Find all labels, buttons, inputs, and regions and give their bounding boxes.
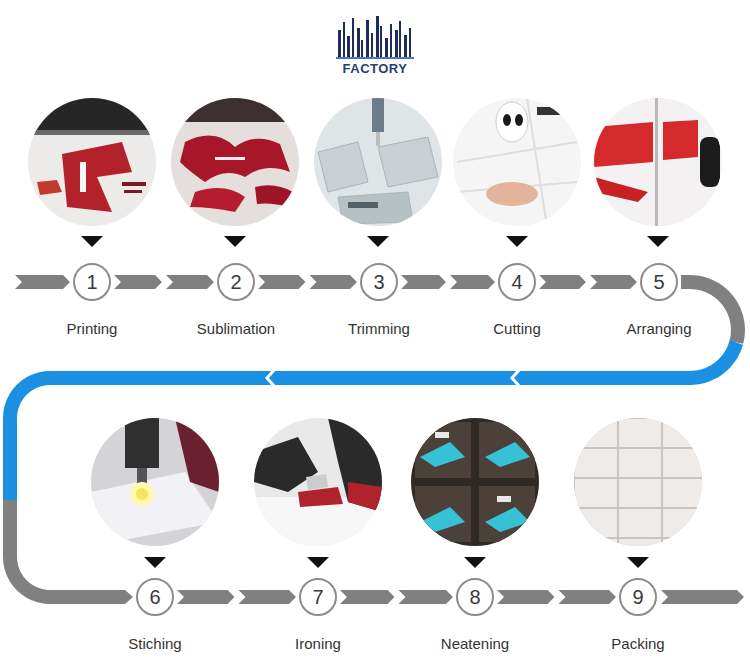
- step-label: Trimming: [348, 320, 410, 337]
- band-chevron: [239, 590, 297, 604]
- step-circle: 1Printing: [73, 263, 111, 301]
- step-number: 7: [312, 587, 323, 607]
- logo-barcode: [336, 16, 414, 59]
- step-number: 9: [632, 587, 643, 607]
- band-curve: [10, 500, 125, 597]
- printing-photo: [28, 98, 156, 226]
- logo-text: FACTORY: [343, 62, 408, 75]
- step-label: Sublimation: [197, 320, 275, 337]
- step-label: Printing: [67, 320, 118, 337]
- flow-arrow: [177, 590, 296, 604]
- ironing-photo: [254, 418, 382, 546]
- flow-arrow: [340, 590, 453, 604]
- cutting-photo: [453, 98, 581, 226]
- step-number: 3: [373, 272, 384, 292]
- flow-arrow: [401, 275, 495, 289]
- step-circle: 6Stiching: [136, 578, 174, 616]
- arranging-photo: [594, 98, 722, 226]
- band-segment: [15, 275, 70, 289]
- step-label: Packing: [611, 635, 664, 652]
- flow-arrow: [114, 275, 214, 289]
- band-notch: [267, 369, 275, 387]
- band-chevron: [177, 590, 235, 604]
- sublimation-photo: [171, 98, 299, 226]
- step-label: Neatening: [441, 635, 509, 652]
- neatening-photo: [411, 418, 539, 546]
- band-chevron: [166, 275, 214, 289]
- band-chevron: [539, 275, 586, 289]
- step-number: 1: [86, 272, 97, 292]
- step-number: 2: [230, 272, 241, 292]
- band-chevron: [114, 275, 162, 289]
- step-circle: 4Cutting: [498, 263, 536, 301]
- step-circle: 2Sublimation: [217, 263, 255, 301]
- step-circle: 5Arranging: [640, 263, 678, 301]
- packing-photo: [574, 418, 706, 568]
- step-circle: 8Neatening: [456, 578, 494, 616]
- band-chevron: [559, 590, 617, 604]
- step-label: Arranging: [626, 320, 691, 337]
- stiching-photo: [91, 418, 219, 546]
- step-number: 6: [149, 587, 160, 607]
- flow-arrow: [497, 590, 616, 604]
- flow-arrow: [539, 275, 637, 289]
- band-chevron: [310, 275, 358, 289]
- band-chevron: [401, 275, 446, 289]
- flow-arrow: [10, 282, 738, 604]
- step-number: 5: [653, 272, 664, 292]
- band-chevron: [590, 275, 637, 289]
- step-circle: 9Packing: [619, 578, 657, 616]
- flow-arrow: [258, 275, 357, 289]
- band-chevron: [450, 275, 495, 289]
- step-circle: 7Ironing: [299, 578, 337, 616]
- step-circle: 3Trimming: [360, 263, 398, 301]
- band-notch: [512, 369, 520, 387]
- step-number: 8: [469, 587, 480, 607]
- step-label: Stiching: [128, 635, 181, 652]
- band-chevron: [497, 590, 555, 604]
- band-chevron: [340, 590, 395, 604]
- band-chevron: [399, 590, 454, 604]
- arrow-head: [125, 590, 133, 604]
- band-segment: [661, 590, 744, 604]
- step-label: Ironing: [295, 635, 341, 652]
- band-chevron: [258, 275, 306, 289]
- step-label: Cutting: [493, 320, 541, 337]
- band-return: [10, 342, 736, 500]
- pointer-triangle: [81, 236, 669, 568]
- step-number: 4: [511, 272, 522, 292]
- trimming-photo: [314, 98, 442, 226]
